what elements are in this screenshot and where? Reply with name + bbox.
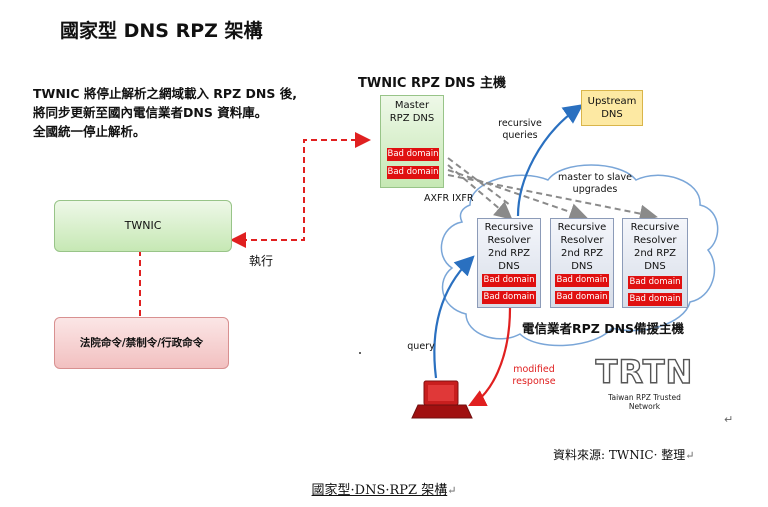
return-mark-2: ↵ [685,449,695,462]
blue-recursive-query-arrow [516,104,584,217]
court-order-box: 法院命令/禁制令/行政命令 [54,317,229,369]
master-to-slave-label: master to slave upgrades [555,172,635,196]
master-line1: Master [394,100,430,111]
master-bad-domain-2: Bad domain [387,166,439,179]
master-rpz-dns-box: Master RPZ DNS Bad domain Bad domain [380,95,444,188]
figure-caption: 國家型·DNS·RPZ 架構↵ [0,479,768,498]
resolver-3-line1: Recursive [630,222,680,233]
resolver-2-line3: 2nd RPZ DNS [560,248,604,272]
upstream-line2: DNS [601,109,623,120]
twnic-host-title: TWNIC RPZ DNS 主機 [358,76,507,91]
resolver-3-line2: Resolver [633,235,677,246]
source-note-text: 資料來源: TWNIC· 整理 [553,448,686,462]
telecom-backup-label: 電信業者RPZ DNS備援主機 [522,321,685,336]
master-bad-domain-1: Bad domain [387,148,439,161]
return-mark-3: ↵ [447,484,457,497]
computer-icon [411,380,473,419]
trtn-subtitle: Taiwan RPZ Trusted Network [608,393,681,411]
modified-response-label: modified response [509,364,559,388]
page-title: 國家型 DNS RPZ 架構 [60,20,263,42]
master-line2: RPZ DNS [389,113,435,124]
upstream-dns-box: Upstream DNS [581,90,643,126]
twnic-box: TWNIC [54,200,232,252]
resolver-2-line2: Resolver [560,235,604,246]
recursive-queries-line1: recursive [498,118,542,129]
resolver-2-bad-domain-2: Bad domain [555,291,609,304]
trtn-logo: TRTN Taiwan RPZ Trusted Network [592,353,697,411]
modified-response-line1: modified [513,364,555,375]
recursive-queries-label: recursive queries [495,118,545,142]
recursive-queries-line2: queries [502,130,538,141]
resolver-1-line1: Recursive [484,222,534,233]
upstream-line1: Upstream [587,96,637,107]
trtn-logo-text: TRTN [595,353,694,391]
resolver-box-2: Recursive Resolver 2nd RPZ DNS Bad domai… [550,218,614,308]
resolver-3-bad-domain-1: Bad domain [628,276,682,289]
return-mark-1: ↵ [724,413,734,426]
axfr-ixfr-label: AXFR IXFR [424,193,474,204]
red-dashed-master-twnic [230,132,371,248]
resolver-2-bad-domain-1: Bad domain [555,274,609,287]
red-modified-response-arrow [468,307,512,406]
master-to-slave-line2: upgrades [572,184,618,195]
execute-label: 執行 [249,254,274,268]
resolver-1-line2: Resolver [487,235,531,246]
blue-query-arrow [433,255,475,379]
resolver-1-line3: 2nd RPZ DNS [487,248,531,272]
description-text: TWNIC 將停止解析之網域載入 RPZ DNS 後, 將同步更新至國內電信業者… [33,86,297,139]
caption-text: 國家型·DNS·RPZ 架構 [311,483,448,498]
resolver-3-bad-domain-2: Bad domain [628,293,682,306]
modified-response-line2: response [512,376,556,387]
resolver-box-1: Recursive Resolver 2nd RPZ DNS Bad domai… [477,218,541,308]
master-to-slave-line1: master to slave [558,172,632,183]
resolver-box-3: Recursive Resolver 2nd RPZ DNS Bad domai… [622,218,688,308]
source-note: 資料來源: TWNIC· 整理↵ [553,446,694,463]
resolver-1-bad-domain-1: Bad domain [482,274,536,287]
resolver-3-line3: 2nd RPZ DNS [633,248,677,272]
resolver-1-bad-domain-2: Bad domain [482,291,536,304]
resolver-2-line1: Recursive [557,222,607,233]
query-label: query [407,341,435,352]
